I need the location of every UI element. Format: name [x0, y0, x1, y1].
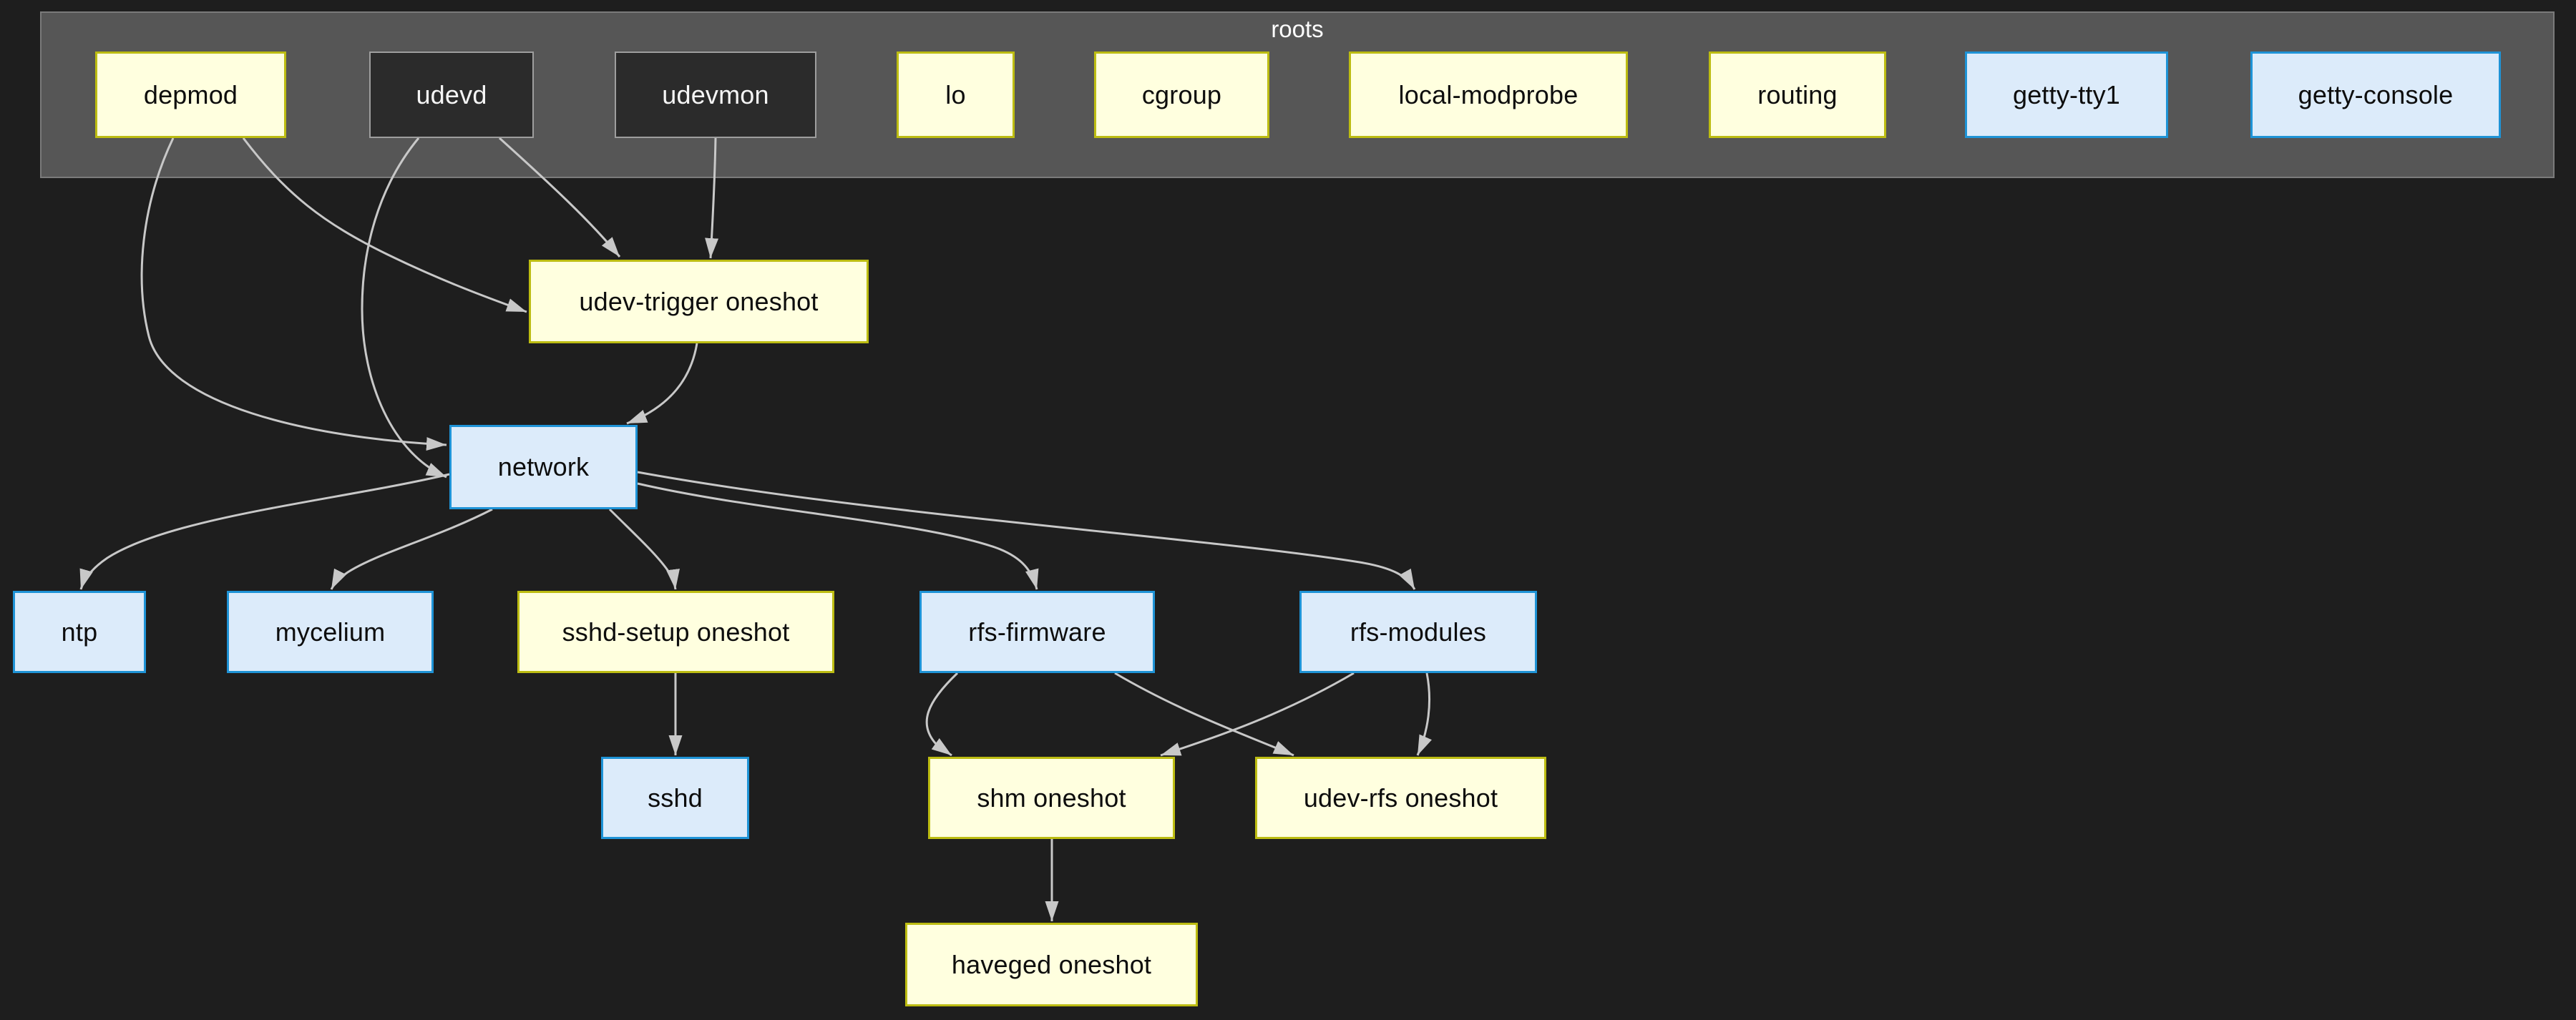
node-rfs-firmware: rfs-firmware [919, 591, 1155, 673]
node-depmod: depmod [95, 52, 286, 138]
node-lo: lo [897, 52, 1015, 138]
edge-rfs-firmware-to-shm [925, 672, 959, 757]
edge-udevd-to-network [361, 137, 447, 479]
edge-depmod-to-udev-trigger [242, 137, 527, 313]
node-sshd: sshd [601, 757, 749, 839]
edge-udevd-to-udev-trigger [498, 137, 621, 258]
node-shm: shm oneshot [928, 757, 1175, 839]
node-sshd-setup: sshd-setup oneshot [517, 591, 834, 673]
edge-rfs-modules-to-shm [1160, 672, 1355, 757]
edge-network-to-mycelium [330, 508, 493, 590]
edge-network-to-rfs-firmware [637, 482, 1039, 590]
node-getty-console: getty-console [2250, 52, 2501, 138]
edge-rfs-firmware-to-udev-rfs [1114, 672, 1294, 757]
node-udev-rfs: udev-rfs oneshot [1255, 757, 1546, 839]
node-udevmon: udevmon [615, 52, 816, 138]
node-network: network [449, 425, 638, 509]
node-mycelium: mycelium [227, 591, 434, 673]
node-routing: routing [1709, 52, 1886, 138]
node-cgroup: cgroup [1094, 52, 1269, 138]
edge-udev-trigger-to-network [626, 343, 698, 425]
node-udevd: udevd [369, 52, 534, 138]
node-getty-tty1: getty-tty1 [1965, 52, 2168, 138]
edge-depmod-to-network [140, 137, 447, 451]
node-local-modprobe: local-modprobe [1349, 52, 1628, 138]
edge-network-to-sshd-setup [608, 508, 680, 590]
roots-cluster-label: roots [1271, 16, 1324, 42]
node-ntp: ntp [13, 591, 146, 673]
node-rfs-modules: rfs-modules [1299, 591, 1537, 673]
node-haveged: haveged oneshot [905, 923, 1198, 1006]
edge-rfs-modules-to-udev-rfs [1416, 672, 1432, 756]
edge-network-to-ntp [79, 473, 450, 590]
edge-network-to-rfs-modules [637, 471, 1416, 590]
node-udev-trigger: udev-trigger oneshot [529, 260, 869, 343]
edge-udevmon-to-udev-trigger [705, 137, 719, 259]
